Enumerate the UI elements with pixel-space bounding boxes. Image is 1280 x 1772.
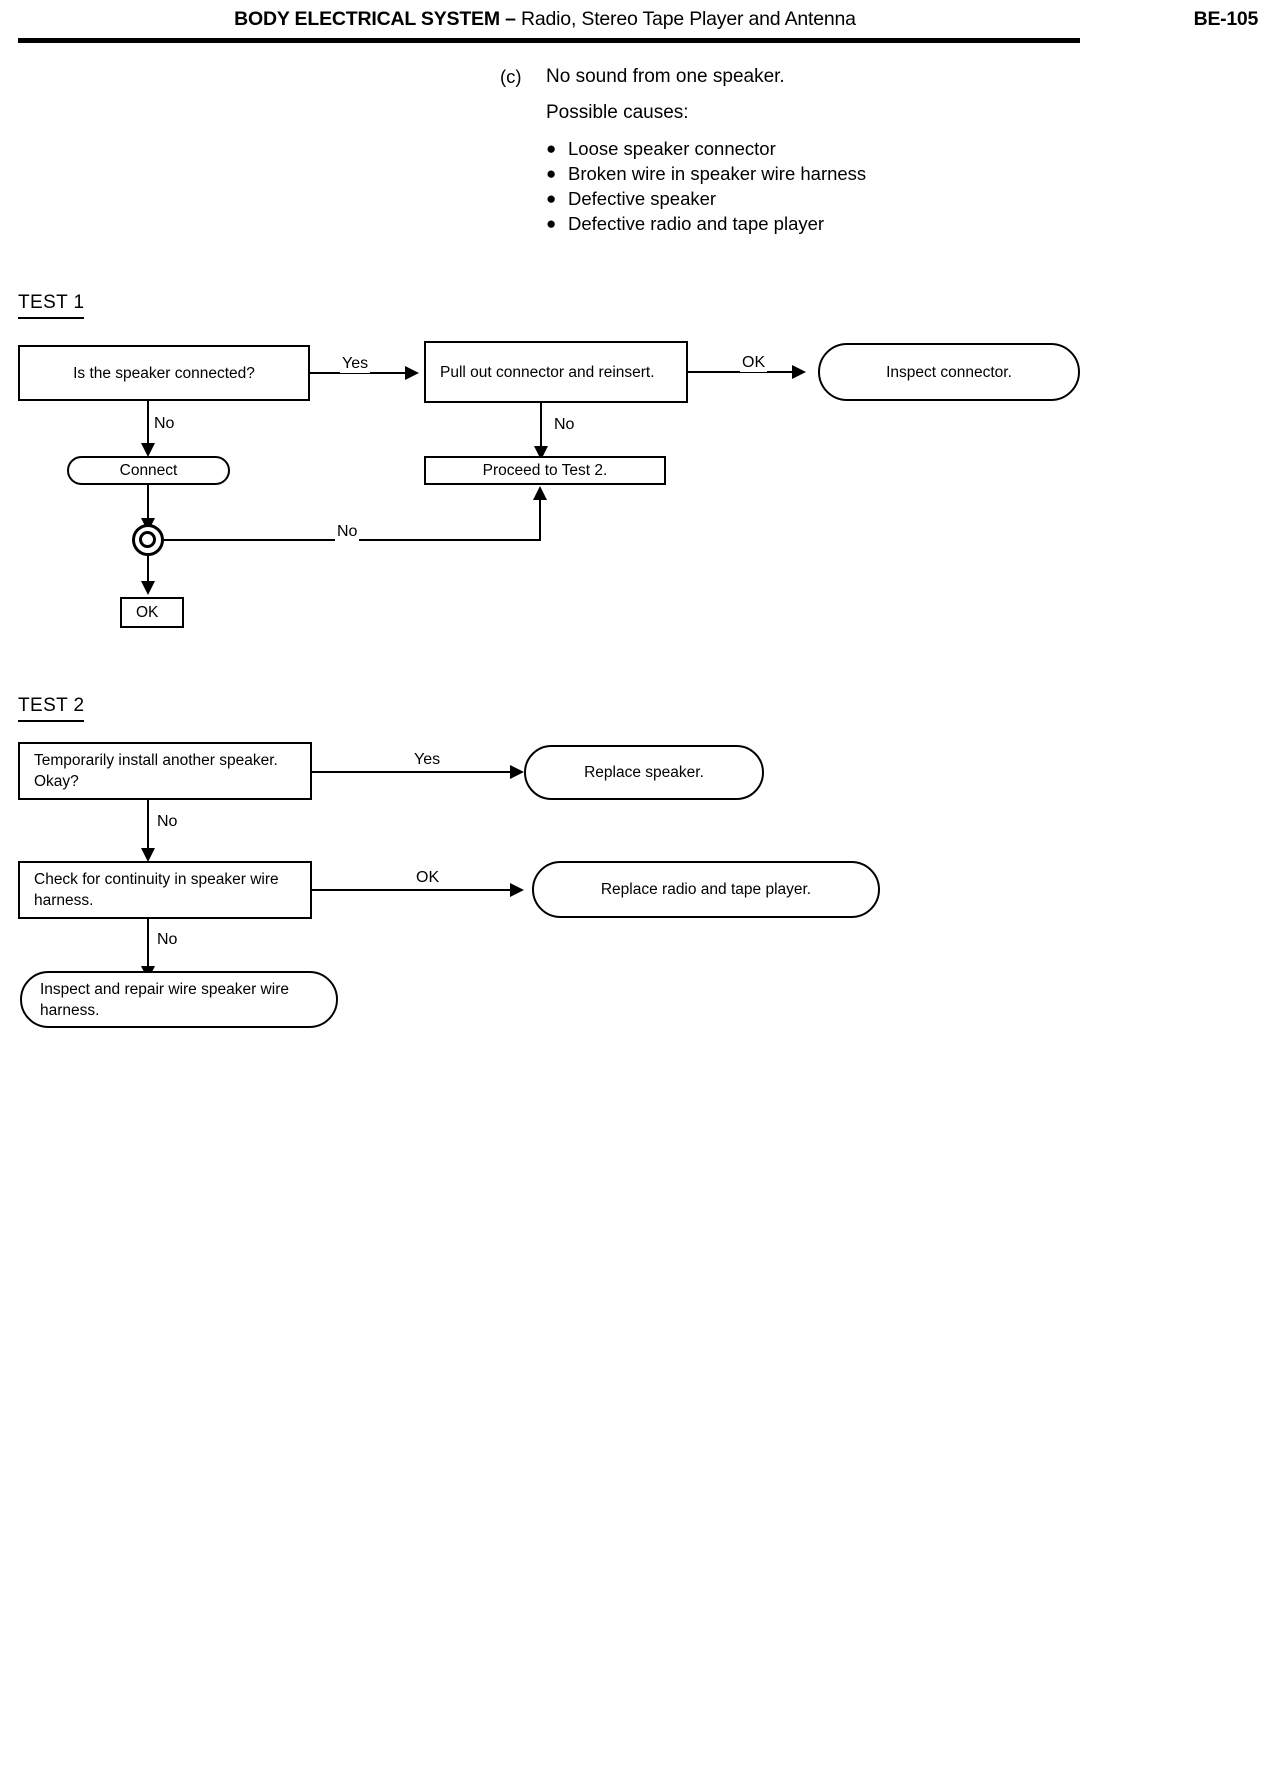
bullet-dot-icon: ● bbox=[546, 139, 557, 158]
test2-edge-label-yes: Yes bbox=[412, 751, 443, 769]
header-rule bbox=[18, 38, 1080, 43]
test2-question-continuity-check: Check for continuity in speaker wire har… bbox=[18, 861, 312, 919]
test1-edge-no-left-line bbox=[147, 401, 150, 446]
test2-edge-label-no2: No bbox=[155, 931, 180, 949]
bullet-dot-icon: ● bbox=[546, 164, 557, 183]
node-label: Temporarily install another speaker. Oka… bbox=[34, 752, 278, 790]
test2-edge-no1-arrowhead bbox=[141, 848, 155, 862]
test1-ring-to-ok-arrowhead bbox=[141, 581, 155, 595]
test1-edge-yes-line bbox=[310, 372, 408, 375]
page-number: BE-105 bbox=[1193, 8, 1259, 30]
header-title: BODY ELECTRICAL SYSTEM – Radio, Stereo T… bbox=[0, 8, 1090, 31]
node-label: Is the speaker connected? bbox=[73, 364, 255, 382]
test1-edge-ok-line bbox=[688, 371, 795, 374]
test2-edge-ok-line bbox=[312, 889, 514, 892]
test1-junction-node-icon bbox=[132, 524, 164, 556]
test1-edge-ok-arrowhead bbox=[792, 365, 806, 379]
test1-edge-label-ok: OK bbox=[740, 354, 768, 372]
test2-edge-no2-line bbox=[147, 919, 150, 969]
test1-edge-label-yes: Yes bbox=[340, 355, 371, 373]
test2-edge-yes-arrowhead bbox=[510, 765, 524, 779]
test2-edge-label-ok: OK bbox=[414, 869, 442, 887]
test1-result-proceed-to-test-2: Proceed to Test 2. bbox=[424, 456, 666, 485]
test2-edge-no1-line bbox=[147, 800, 150, 852]
intro-title-row: (c) No sound from one speaker. bbox=[500, 62, 1120, 92]
test2-edge-ok-arrowhead bbox=[510, 883, 524, 897]
intro-block: (c) No sound from one speaker. Possible … bbox=[500, 62, 1120, 236]
test-1-heading: TEST 1 bbox=[18, 292, 85, 319]
cause-text: Loose speaker connector bbox=[568, 138, 776, 159]
node-label: OK bbox=[136, 604, 159, 621]
possible-causes-list: ● Loose speaker connector ● Broken wire … bbox=[546, 136, 1120, 236]
test2-result-replace-speaker: Replace speaker. bbox=[524, 745, 764, 800]
header-dash: – bbox=[499, 8, 521, 30]
test1-edge-yes-arrowhead bbox=[405, 366, 419, 380]
cause-text: Defective radio and tape player bbox=[568, 213, 825, 234]
node-label: Pull out connector and reinsert. bbox=[440, 363, 655, 381]
test2-edge-yes-line bbox=[312, 771, 514, 774]
test1-connect-to-ring-line bbox=[147, 485, 150, 523]
test2-question-temporary-speaker: Temporarily install another speaker. Oka… bbox=[18, 742, 312, 800]
test1-edge-label-no-mid: No bbox=[552, 416, 577, 434]
node-label: Connect bbox=[119, 462, 178, 479]
test1-edge-label-no-left: No bbox=[152, 415, 177, 433]
test2-result-inspect-repair-harness: Inspect and repair wire speaker wire har… bbox=[20, 971, 338, 1028]
node-label: Replace speaker. bbox=[584, 764, 704, 781]
possible-causes-heading: Possible causes: bbox=[546, 102, 689, 123]
cause-text: Broken wire in speaker wire harness bbox=[568, 163, 867, 184]
test1-result-inspect-connector: Inspect connector. bbox=[818, 343, 1080, 401]
test1-edge-no-back-riser bbox=[539, 499, 542, 540]
header-system-name: BODY ELECTRICAL SYSTEM bbox=[234, 8, 500, 30]
node-label: Check for continuity in speaker wire har… bbox=[34, 871, 279, 909]
list-item: ● Broken wire in speaker wire harness bbox=[546, 161, 1120, 186]
test2-edge-label-no1: No bbox=[155, 813, 180, 831]
test1-edge-label-no-back: No bbox=[335, 523, 360, 541]
node-label: Proceed to Test 2. bbox=[482, 462, 608, 479]
cause-text: Defective speaker bbox=[568, 188, 717, 209]
test1-edge-no-left-arrowhead bbox=[141, 443, 155, 457]
bullet-dot-icon: ● bbox=[546, 214, 557, 233]
test2-result-replace-radio: Replace radio and tape player. bbox=[532, 861, 880, 918]
list-item: ● Loose speaker connector bbox=[546, 136, 1120, 161]
test1-edge-no-back-arrowhead bbox=[533, 486, 547, 500]
page-header: BODY ELECTRICAL SYSTEM – Radio, Stereo T… bbox=[0, 0, 1280, 44]
test1-edge-no-mid-line bbox=[540, 403, 543, 451]
test1-question-speaker-connected: Is the speaker connected? bbox=[18, 345, 310, 401]
bullet-dot-icon: ● bbox=[546, 189, 557, 208]
node-label: Inspect and repair wire speaker wire har… bbox=[40, 980, 289, 1019]
list-item: ● Defective speaker bbox=[546, 186, 1120, 211]
intro-item-title: No sound from one speaker. bbox=[546, 66, 785, 87]
intro-item-label: (c) bbox=[500, 66, 522, 87]
list-item: ● Defective radio and tape player bbox=[546, 211, 1120, 236]
test-2-heading: TEST 2 bbox=[18, 695, 85, 722]
test1-result-ok: OK bbox=[120, 597, 184, 628]
test1-action-pull-out-connector: Pull out connector and reinsert. bbox=[424, 341, 688, 403]
header-subject: Radio, Stereo Tape Player and Antenna bbox=[521, 8, 856, 30]
node-label: Replace radio and tape player. bbox=[600, 881, 812, 898]
node-label: Inspect connector. bbox=[886, 363, 1012, 381]
test1-action-connect: Connect bbox=[67, 456, 230, 485]
test1-ring-to-ok-line bbox=[147, 556, 150, 586]
